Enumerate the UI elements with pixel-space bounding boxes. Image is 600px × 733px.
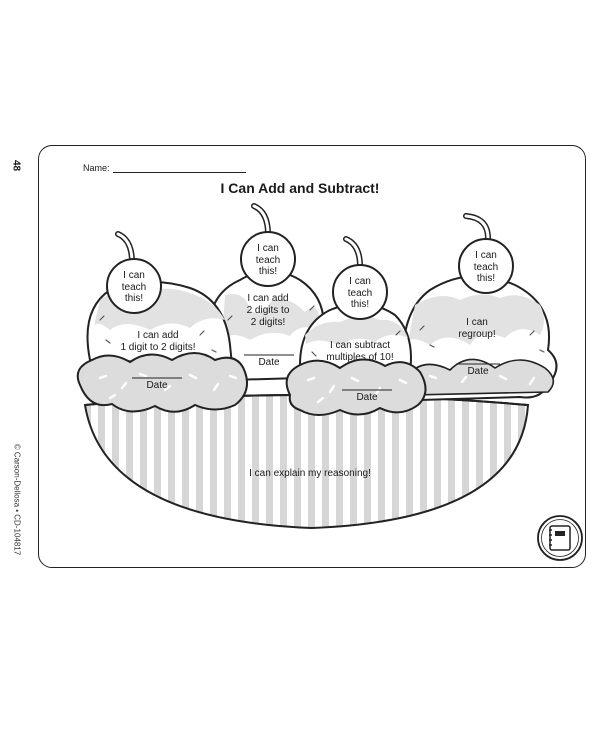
scoop-4-cherry-text: I can teach this! [473,250,499,284]
scoop-4-cherry-label: I can teach this! [459,250,513,285]
cherry-stems [115,203,491,269]
name-label: Name: [83,163,110,173]
scoop-1-goal-text: I can add 1 digit to 2 digits! [120,330,196,353]
scoop-2-goal: I can add 2 digits to 2 digits! [218,293,318,329]
sprinkles [98,372,536,404]
scoop-1-cherry-label: I can teach this! [107,270,161,305]
scoop-1-goal: I can add 1 digit to 2 digits! [98,330,218,354]
bowl-goal: I can explain my reasoning! [249,468,371,479]
scoop-4-date-label: Date [467,366,489,377]
bowl [83,394,530,530]
scoop-4-goal: I can regroup! [432,317,522,341]
scoop-1-date-label: Date [146,380,168,391]
name-field[interactable] [112,163,246,173]
notebook-icon [537,515,583,561]
scoop-3-goal-text: I can subtract multiples of 10! [326,340,394,363]
scoop-2-cherry-text: I can teach this! [255,243,281,277]
scoop-3-goal: I can subtract multiples of 10! [305,340,415,364]
scoop-1-cherry-text: I can teach this! [121,270,147,304]
sprinkles-dark [99,305,545,357]
cherries [106,231,514,320]
scoop-3-date-label: Date [356,392,378,403]
scoop-2-goal-text: I can add 2 digits to 2 digits! [246,293,290,328]
scoop-4 [401,275,558,402]
date-lines [132,354,500,391]
scoop-2-cherry-label: I can teach this! [241,243,295,278]
scoop-3 [285,302,427,416]
scoop-3-cherry-label: I can teach this! [333,276,387,311]
scoop-4-goal-text: I can regroup! [458,317,496,340]
worksheet-frame [38,145,586,568]
scoop-2 [207,270,325,382]
scoop-2-date-label: Date [258,357,280,368]
name-row: Name: [83,163,246,173]
scoop-3-cherry-text: I can teach this! [347,276,373,310]
page-title: I Can Add and Subtract! [220,180,380,196]
